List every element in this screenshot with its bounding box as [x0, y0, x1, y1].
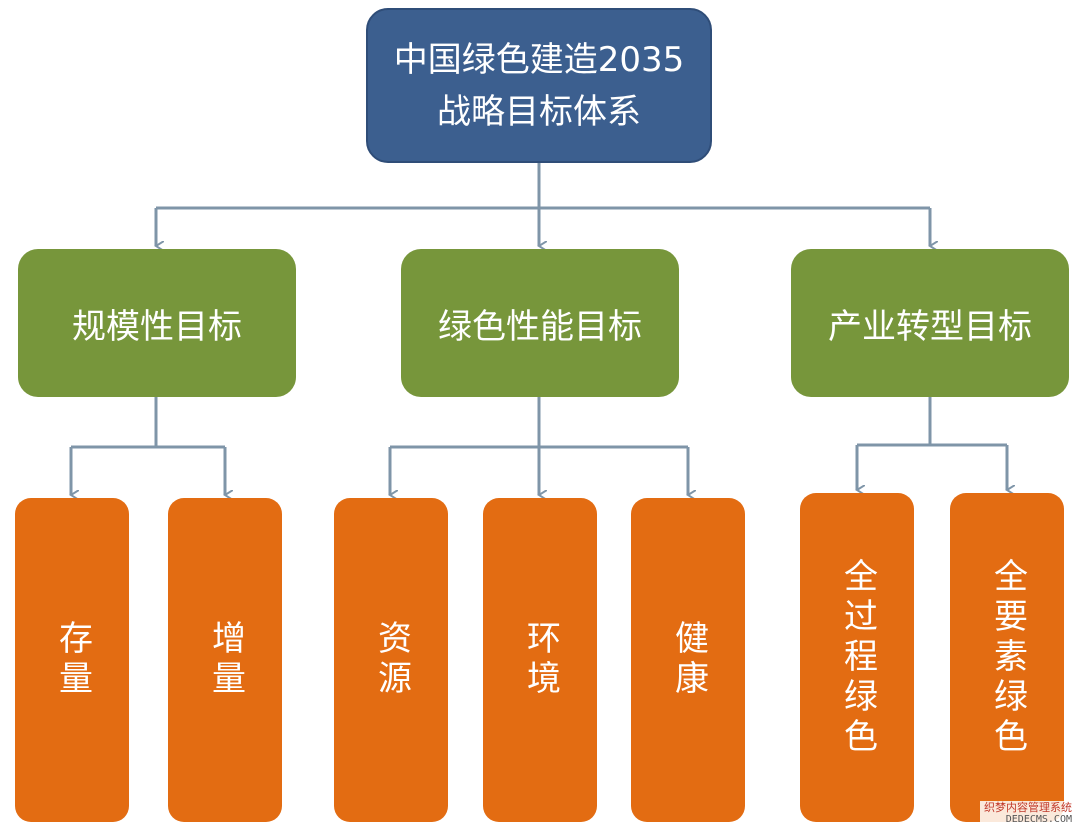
leaf-node-environment: 环境 [483, 498, 597, 822]
leaf-node-resources: 资源 [334, 498, 448, 822]
leaf-label: 存量 [52, 620, 93, 700]
category-node-green-performance: 绿色性能目标 [401, 249, 679, 397]
leaf-label: 增量 [205, 620, 246, 700]
leaf-node-whole-process-green: 全过程绿色 [800, 493, 914, 822]
leaf-label: 全要素绿色 [987, 557, 1028, 758]
leaf-label: 环境 [520, 620, 561, 700]
leaf-node-stock: 存量 [15, 498, 129, 822]
watermark: 织梦内容管理系统 DEDECMS.COM [980, 801, 1076, 827]
root-node: 中国绿色建造2035战略目标体系 [366, 8, 712, 163]
leaf-label: 资源 [371, 620, 412, 700]
category-node-scale: 规模性目标 [18, 249, 296, 397]
category-label: 绿色性能目标 [438, 306, 642, 347]
leaf-label: 全过程绿色 [837, 557, 878, 758]
leaf-label: 健康 [668, 620, 709, 700]
leaf-node-all-elements-green: 全要素绿色 [950, 493, 1064, 822]
category-label: 产业转型目标 [828, 306, 1032, 347]
watermark-domain: DEDECMS.COM [1005, 814, 1072, 825]
watermark-text: 织梦内容管理系统 [984, 801, 1072, 814]
root-label: 中国绿色建造2035战略目标体系 [393, 39, 685, 132]
leaf-node-health: 健康 [631, 498, 745, 822]
category-node-industry-transformation: 产业转型目标 [791, 249, 1069, 397]
category-label: 规模性目标 [72, 306, 242, 347]
leaf-node-increment: 增量 [168, 498, 282, 822]
